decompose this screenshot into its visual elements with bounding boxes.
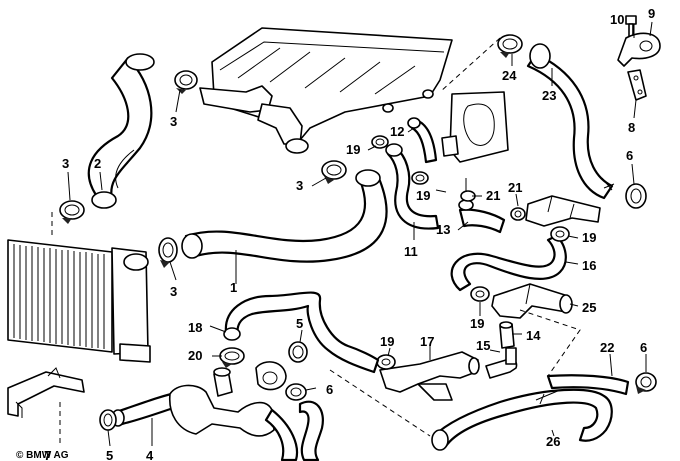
callout-5b: 5 <box>106 448 113 461</box>
callout-6a: 6 <box>626 148 633 163</box>
callout-16: 16 <box>582 258 596 273</box>
callout-3b: 3 <box>62 156 69 171</box>
copyright-notice: © BMW AG <box>16 450 69 461</box>
callout-19c: 19 <box>582 230 596 245</box>
hose-clamp-21b <box>510 207 526 221</box>
hose-clamp-3a <box>174 70 198 94</box>
hose-6c-segment <box>298 400 324 461</box>
callout-19b: 19 <box>416 188 430 203</box>
callout-7: 7 <box>44 448 51 461</box>
callout-22: 22 <box>600 340 614 355</box>
callout-21b: 21 <box>508 180 522 195</box>
hose-clamp-3b <box>59 200 85 224</box>
callout-19e: 19 <box>380 334 394 349</box>
callout-20: 20 <box>188 348 202 363</box>
callout-15: 15 <box>476 338 490 353</box>
connector-pipe <box>525 195 601 227</box>
callout-3c: 3 <box>296 178 303 193</box>
radiator-bracket-7 <box>7 367 85 418</box>
callout-17: 17 <box>420 334 434 349</box>
intake-manifold <box>199 27 453 154</box>
hose-11 <box>385 143 440 230</box>
radiator <box>7 239 151 363</box>
hose-18 <box>223 291 380 374</box>
hose-clamp-19b <box>411 171 429 185</box>
callout-6b: 6 <box>640 340 647 355</box>
callout-3d: 3 <box>170 284 177 299</box>
callout-8: 8 <box>628 120 635 135</box>
bracket-8 <box>627 69 647 101</box>
hose-12 <box>407 117 438 164</box>
leader-lines <box>67 21 653 447</box>
hose-clamp-24 <box>497 34 523 58</box>
bracket-9 <box>617 32 661 67</box>
callout-6c: 6 <box>326 382 333 397</box>
callout-10: 10 <box>610 12 624 27</box>
callout-1: 1 <box>230 280 237 295</box>
water-pipe-assembly <box>169 361 299 461</box>
hose-clamp-5a <box>288 341 308 363</box>
fitting-15 <box>485 347 518 379</box>
callout-19d: 19 <box>470 316 484 331</box>
callout-2: 2 <box>94 156 101 171</box>
hose-clamp-19c <box>550 226 570 242</box>
callout-labels: 10 9 24 23 8 6 3 3 2 12 19 3 19 21 21 13… <box>44 6 655 461</box>
callout-14: 14 <box>526 328 541 343</box>
callout-21a: 21 <box>486 188 500 203</box>
callout-18: 18 <box>188 320 202 335</box>
hose-2 <box>87 53 155 209</box>
callout-4: 4 <box>146 448 154 461</box>
bolt-10 <box>625 15 637 39</box>
callout-11: 11 <box>404 244 418 259</box>
callout-12: 12 <box>390 124 404 139</box>
hose-26 <box>431 388 613 451</box>
callout-9: 9 <box>648 6 655 21</box>
hose-clamp-20 <box>219 347 245 368</box>
hose-clamp-19e <box>376 354 396 370</box>
assembly-dashed-lines <box>51 37 581 446</box>
hose-clamp-6c <box>285 383 307 401</box>
callout-23: 23 <box>542 88 556 103</box>
thermostat-housing <box>441 91 509 163</box>
hose-clamp-3c <box>321 160 347 184</box>
callout-25: 25 <box>582 300 596 315</box>
hose-23 <box>526 43 615 200</box>
hose-22 <box>535 374 630 405</box>
callout-26: 26 <box>546 434 560 449</box>
pipe-17 <box>379 351 480 401</box>
hose-clamp-5b <box>99 409 117 431</box>
hose-1 <box>181 169 388 263</box>
hose-clamp-3d <box>158 237 178 268</box>
callout-19a: 19 <box>346 142 360 157</box>
hose-clamp-6a <box>625 183 647 209</box>
pipe-25 <box>491 283 573 319</box>
callout-5a: 5 <box>296 316 303 331</box>
callout-24: 24 <box>502 68 517 83</box>
hose-16 <box>450 234 567 292</box>
hose-clamp-19d <box>470 286 490 302</box>
callout-13: 13 <box>436 222 450 237</box>
hose-clamp-6b <box>635 372 657 394</box>
hose-clamp-19a <box>371 135 389 149</box>
fitting-14 <box>499 321 515 349</box>
callout-3a: 3 <box>170 114 177 129</box>
